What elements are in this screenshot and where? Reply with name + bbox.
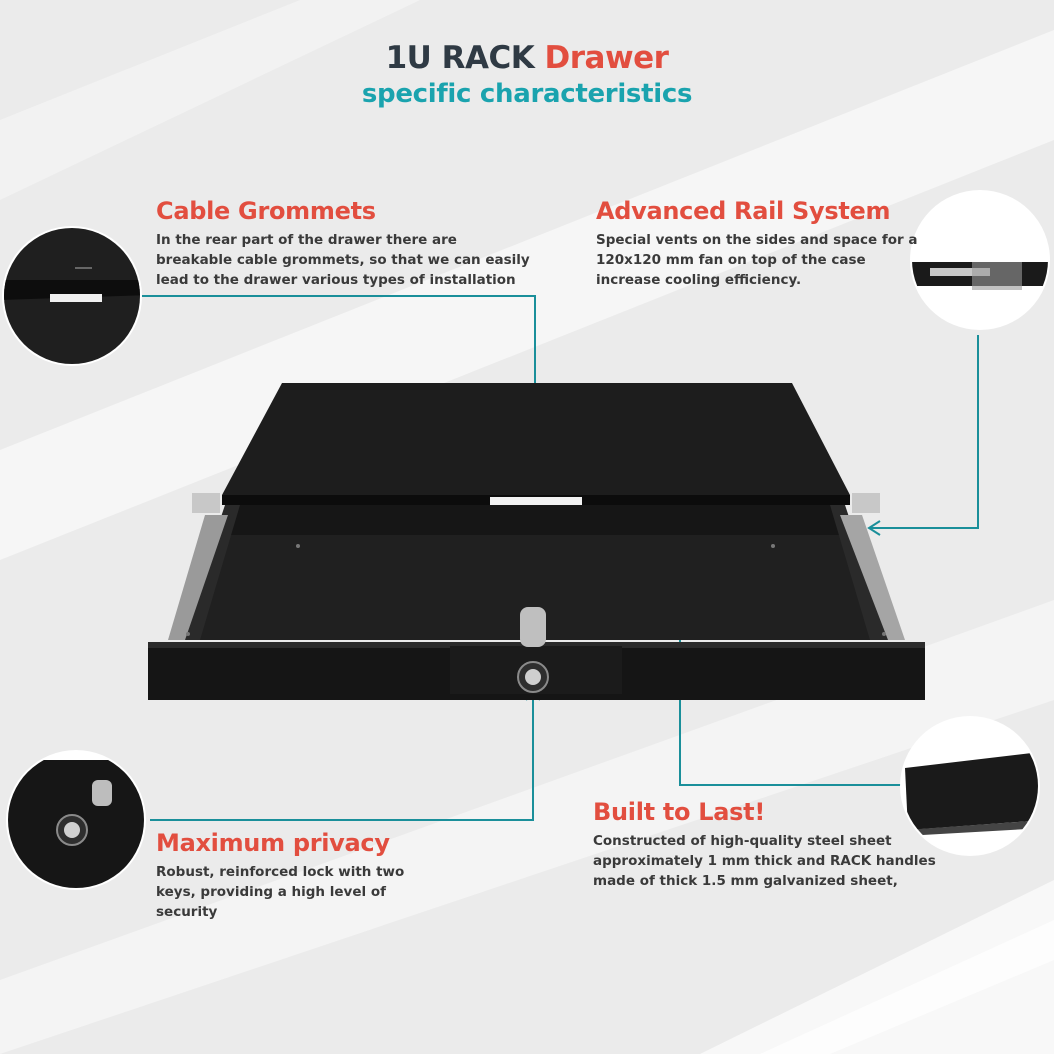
- feature-maximum-privacy: Maximum privacy Robust, reinforced lock …: [156, 828, 416, 922]
- connector-rail: [870, 335, 979, 529]
- feature-description: In the rear part of the drawer there are…: [156, 232, 530, 288]
- drawer-top-cover: [222, 383, 850, 495]
- drawer-handle: [520, 607, 546, 647]
- feature-rail-system: Advanced Rail System Special vents on th…: [596, 196, 926, 290]
- detail-circle-built: [900, 716, 1040, 856]
- feature-heading: Built to Last!: [593, 798, 765, 826]
- rack-drawer: [148, 383, 925, 700]
- detail-circle-lock: [6, 750, 146, 890]
- feature-heading: Cable Grommets: [156, 197, 376, 225]
- detail-circle-cable: [2, 226, 142, 366]
- feature-description: Special vents on the sides and space for…: [596, 232, 918, 288]
- page-header: 1U RACK Drawer specific characteristics: [0, 38, 1054, 110]
- title-part2: Drawer: [544, 40, 669, 76]
- connector-privacy: [150, 690, 534, 821]
- detail-circle-rail: [910, 190, 1050, 330]
- left-rack-ear: [192, 493, 220, 513]
- feature-cable-grommets: Cable Grommets In the rear part of the d…: [156, 196, 536, 290]
- right-rail: [840, 515, 905, 640]
- title-part1: 1U RACK: [385, 40, 535, 76]
- main-title: 1U RACK Drawer: [0, 38, 1054, 78]
- feature-built-to-last: Built to Last! Constructed of high-quali…: [593, 797, 953, 891]
- feature-description: Robust, reinforced lock with two keys, p…: [156, 864, 405, 920]
- right-rack-ear: [852, 493, 880, 513]
- subtitle: specific characteristics: [361, 79, 693, 109]
- left-rail: [168, 515, 228, 640]
- feature-heading: Maximum privacy: [156, 829, 390, 857]
- feature-description: Constructed of high-quality steel sheet …: [593, 833, 936, 889]
- feature-heading: Advanced Rail System: [596, 197, 891, 225]
